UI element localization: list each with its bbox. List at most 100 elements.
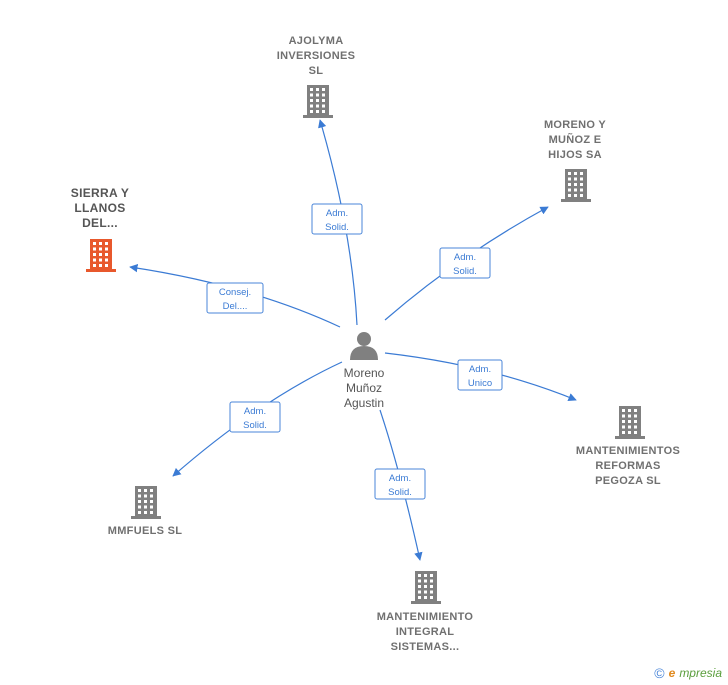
building-icon[interactable]	[615, 406, 645, 439]
building-icon[interactable]	[131, 486, 161, 519]
building-window	[310, 110, 313, 113]
role-label-box	[229, 401, 281, 433]
building-window	[93, 242, 96, 245]
building-window	[105, 258, 108, 262]
building-window	[310, 99, 313, 102]
building-window	[580, 177, 583, 181]
building-window	[580, 183, 583, 186]
building-window	[105, 253, 108, 256]
building-window	[310, 88, 313, 91]
building-window	[150, 500, 153, 503]
building-window	[430, 596, 433, 599]
role-label-box	[457, 359, 503, 391]
building-window	[93, 247, 96, 251]
role-label-line: Unico	[468, 378, 492, 389]
company-name-line: MORENO Y	[544, 119, 606, 131]
building-window	[622, 425, 625, 429]
building-window	[430, 574, 433, 577]
building-window	[99, 242, 102, 245]
company-label-mantenimiento-integral: MANTENIMIENTOINTEGRALSISTEMAS...	[377, 611, 473, 653]
building-base	[561, 199, 591, 202]
building-window	[628, 420, 631, 423]
building-window	[150, 505, 153, 509]
role-label-line: Adm.	[454, 252, 476, 263]
building-window	[628, 431, 631, 434]
role-label-box	[374, 468, 426, 500]
building-window	[93, 253, 96, 256]
company-label-mmfuels: MMFUELS SL	[108, 525, 183, 537]
building-window	[105, 264, 108, 267]
role-label-box	[206, 282, 264, 314]
company-name-line: MMFUELS SL	[108, 525, 183, 537]
building-window	[105, 247, 108, 251]
building-window	[144, 511, 147, 514]
building-window	[93, 264, 96, 267]
building-window	[322, 110, 325, 113]
person-name-line: Agustin	[344, 396, 384, 410]
role-label-line: Solid.	[325, 222, 349, 233]
building-window	[316, 88, 319, 91]
building-window	[580, 172, 583, 175]
building-window	[634, 409, 637, 412]
building-window	[628, 414, 631, 418]
building-window	[418, 579, 421, 583]
building-window	[628, 425, 631, 429]
role-label-ajolyma[interactable]: Adm. Solid.	[311, 203, 363, 235]
building-window	[99, 253, 102, 256]
building-window	[138, 489, 141, 492]
building-window	[322, 104, 325, 108]
building-window	[574, 177, 577, 181]
role-label-line: Adm.	[244, 406, 266, 417]
role-label-line: Solid.	[243, 420, 267, 431]
building-window	[430, 590, 433, 594]
building-window	[138, 505, 141, 509]
building-window	[424, 596, 427, 599]
building-base	[131, 516, 161, 519]
company-name-line: MANTENIMIENTOS	[576, 445, 680, 457]
building-window	[322, 93, 325, 97]
building-window	[150, 489, 153, 492]
edges-layer: Adm.Solid.Adm.Solid.Consej.Del....Adm.Un…	[129, 119, 577, 561]
building-icon[interactable]	[561, 169, 591, 202]
role-label-line: Adm.	[326, 208, 348, 219]
building-window	[310, 104, 313, 108]
building-window	[628, 409, 631, 412]
building-window	[424, 590, 427, 594]
building-base	[411, 601, 441, 604]
building-icon[interactable]	[303, 85, 333, 118]
building-icon[interactable]	[411, 571, 441, 604]
building-window	[430, 585, 433, 588]
role-label-line: Consej.	[219, 287, 251, 298]
building-window	[99, 247, 102, 251]
person-icon[interactable]	[350, 332, 378, 360]
company-name-line: SISTEMAS...	[391, 641, 460, 653]
building-base	[303, 115, 333, 118]
building-window	[418, 590, 421, 594]
role-label-mantenimientos-reformas[interactable]: Adm.Unico	[457, 359, 503, 391]
company-name-line: DEL...	[82, 216, 118, 230]
role-label-mantenimiento-integral[interactable]: Adm.Solid.	[374, 468, 426, 500]
building-window	[418, 596, 421, 599]
building-window	[568, 183, 571, 186]
company-name-line: SIERRA Y	[71, 186, 129, 200]
building-window	[568, 188, 571, 192]
building-window	[622, 431, 625, 434]
copyright-icon: ©	[654, 665, 665, 681]
role-label-box	[311, 203, 363, 235]
role-label-mmfuels[interactable]: Adm. Solid.	[229, 401, 281, 433]
building-window	[622, 409, 625, 412]
building-window	[634, 420, 637, 423]
building-icon[interactable]	[86, 239, 116, 272]
person-body	[350, 346, 378, 360]
building-window	[622, 420, 625, 423]
role-label-moreno-munoz-hijos[interactable]: Adm.Solid.	[439, 247, 491, 279]
role-label-sierra-llanos[interactable]: Consej.Del....	[206, 282, 264, 314]
building-window	[574, 188, 577, 192]
company-label-sierra-llanos: SIERRA YLLANOSDEL...	[71, 186, 129, 230]
building-window	[568, 172, 571, 175]
company-name-line: HIJOS SA	[548, 149, 602, 161]
